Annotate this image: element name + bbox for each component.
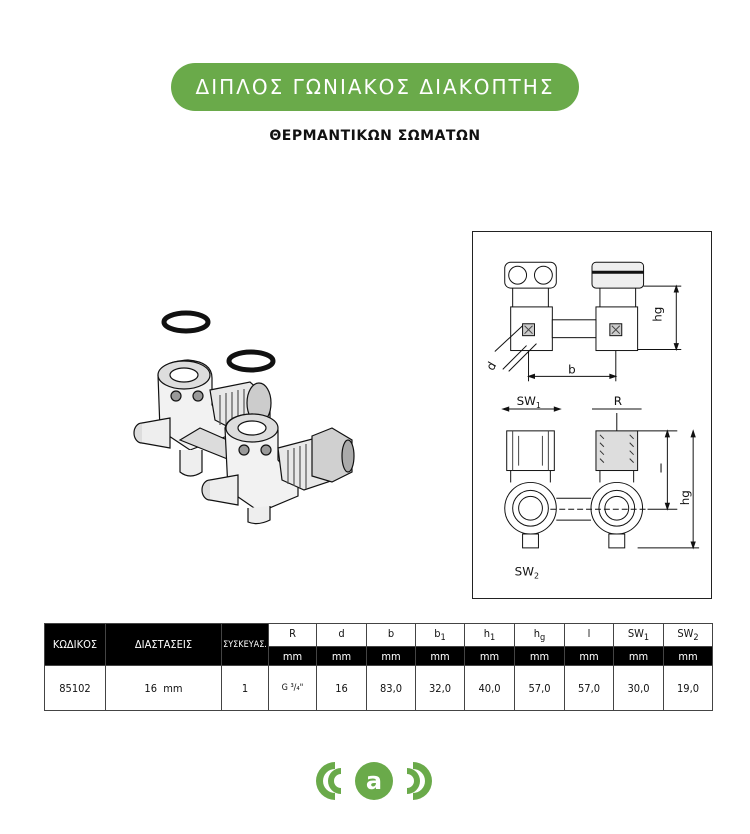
label-hg-bottom: hg <box>678 490 692 505</box>
gasket-ring-1 <box>161 310 211 334</box>
unit-cell: mm <box>464 646 515 666</box>
unit-cell: mm <box>564 646 614 666</box>
gasket-ring-2 <box>226 349 276 373</box>
label-sw2: SW2 <box>515 565 539 581</box>
unit-cell: mm <box>514 646 565 666</box>
cell-value: 57,0 <box>514 665 565 711</box>
cell-value: 83,0 <box>366 665 416 711</box>
label-r: R <box>614 394 622 408</box>
cell-value: 40,0 <box>464 665 515 711</box>
param-header: b <box>366 623 416 647</box>
unit-cell: mm <box>613 646 664 666</box>
unit-cell: mm <box>663 646 713 666</box>
unit-cell: mm <box>268 646 317 666</box>
table-header-row: ΚΩΔΙΚΟΣ ΔΙΑΣΤΑΣΕΙΣ ΣΥΣΚΕΥΑΣ. R d b b1 h1… <box>44 623 713 666</box>
cell-value: 16 <box>316 665 367 711</box>
table-row: 85102 16 mm 1 G ³/₄" 16 83,0 32,0 40,0 5… <box>44 665 713 711</box>
param-header: SW1 <box>613 623 664 647</box>
unit-cell: mm <box>316 646 367 666</box>
param-header: SW2 <box>663 623 713 647</box>
param-header: l <box>564 623 614 647</box>
front-nut-left <box>506 430 555 472</box>
cell-code: 85102 <box>44 665 106 711</box>
top-nut-left <box>504 261 557 289</box>
page-title: ΔΙΠΛΟΣ ΓΩΝΙΑΚΟΣ ΔΙΑΚΟΠΤΗΣ <box>195 75 555 99</box>
param-header: d <box>316 623 367 647</box>
param-header: b1 <box>415 623 465 647</box>
logo-left-arc <box>316 762 335 800</box>
cell-pack: 1 <box>221 665 269 711</box>
label-hg-top: hg <box>650 307 664 322</box>
header-code: ΚΩΔΙΚΟΣ <box>44 623 106 666</box>
cell-value: 30,0 <box>613 665 664 711</box>
cell-value: 19,0 <box>663 665 713 711</box>
top-nut-right <box>591 261 645 289</box>
cell-value: 57,0 <box>564 665 614 711</box>
cell-value: 32,0 <box>415 665 465 711</box>
technical-drawing: d b hg SW1 R l hg SW2 <box>472 231 712 599</box>
header-pack: ΣΥΣΚΕΥΑΣ. <box>221 623 269 666</box>
label-l: l <box>659 462 662 476</box>
logo-letter: a <box>366 767 382 795</box>
param-header: h1 <box>464 623 515 647</box>
header-dims: ΔΙΑΣΤΑΣΕΙΣ <box>105 623 222 666</box>
label-sw1: SW1 <box>517 394 541 410</box>
cell-dims: 16 mm <box>105 665 222 711</box>
label-b: b <box>568 362 576 376</box>
title-banner: ΔΙΠΛΟΣ ΓΩΝΙΑΚΟΣ ΔΙΑΚΟΠΤΗΣ <box>171 63 579 111</box>
spec-table: ΚΩΔΙΚΟΣ ΔΙΑΣΤΑΣΕΙΣ ΣΥΣΚΕΥΑΣ. R d b b1 h1… <box>44 623 713 711</box>
logo-right-arc <box>413 762 432 800</box>
unit-cell: mm <box>366 646 416 666</box>
product-illustration <box>133 310 355 525</box>
param-header: hg <box>514 623 565 647</box>
label-d: d <box>483 359 499 373</box>
unit-cell: mm <box>415 646 465 666</box>
cell-value: G ³/₄" <box>268 665 317 711</box>
page-subtitle: ΘΕΡΜΑΝΤΙΚΩΝ ΣΩΜΑΤΩΝ <box>269 128 481 144</box>
brand-logo: a <box>316 762 432 800</box>
param-header: R <box>268 623 317 647</box>
